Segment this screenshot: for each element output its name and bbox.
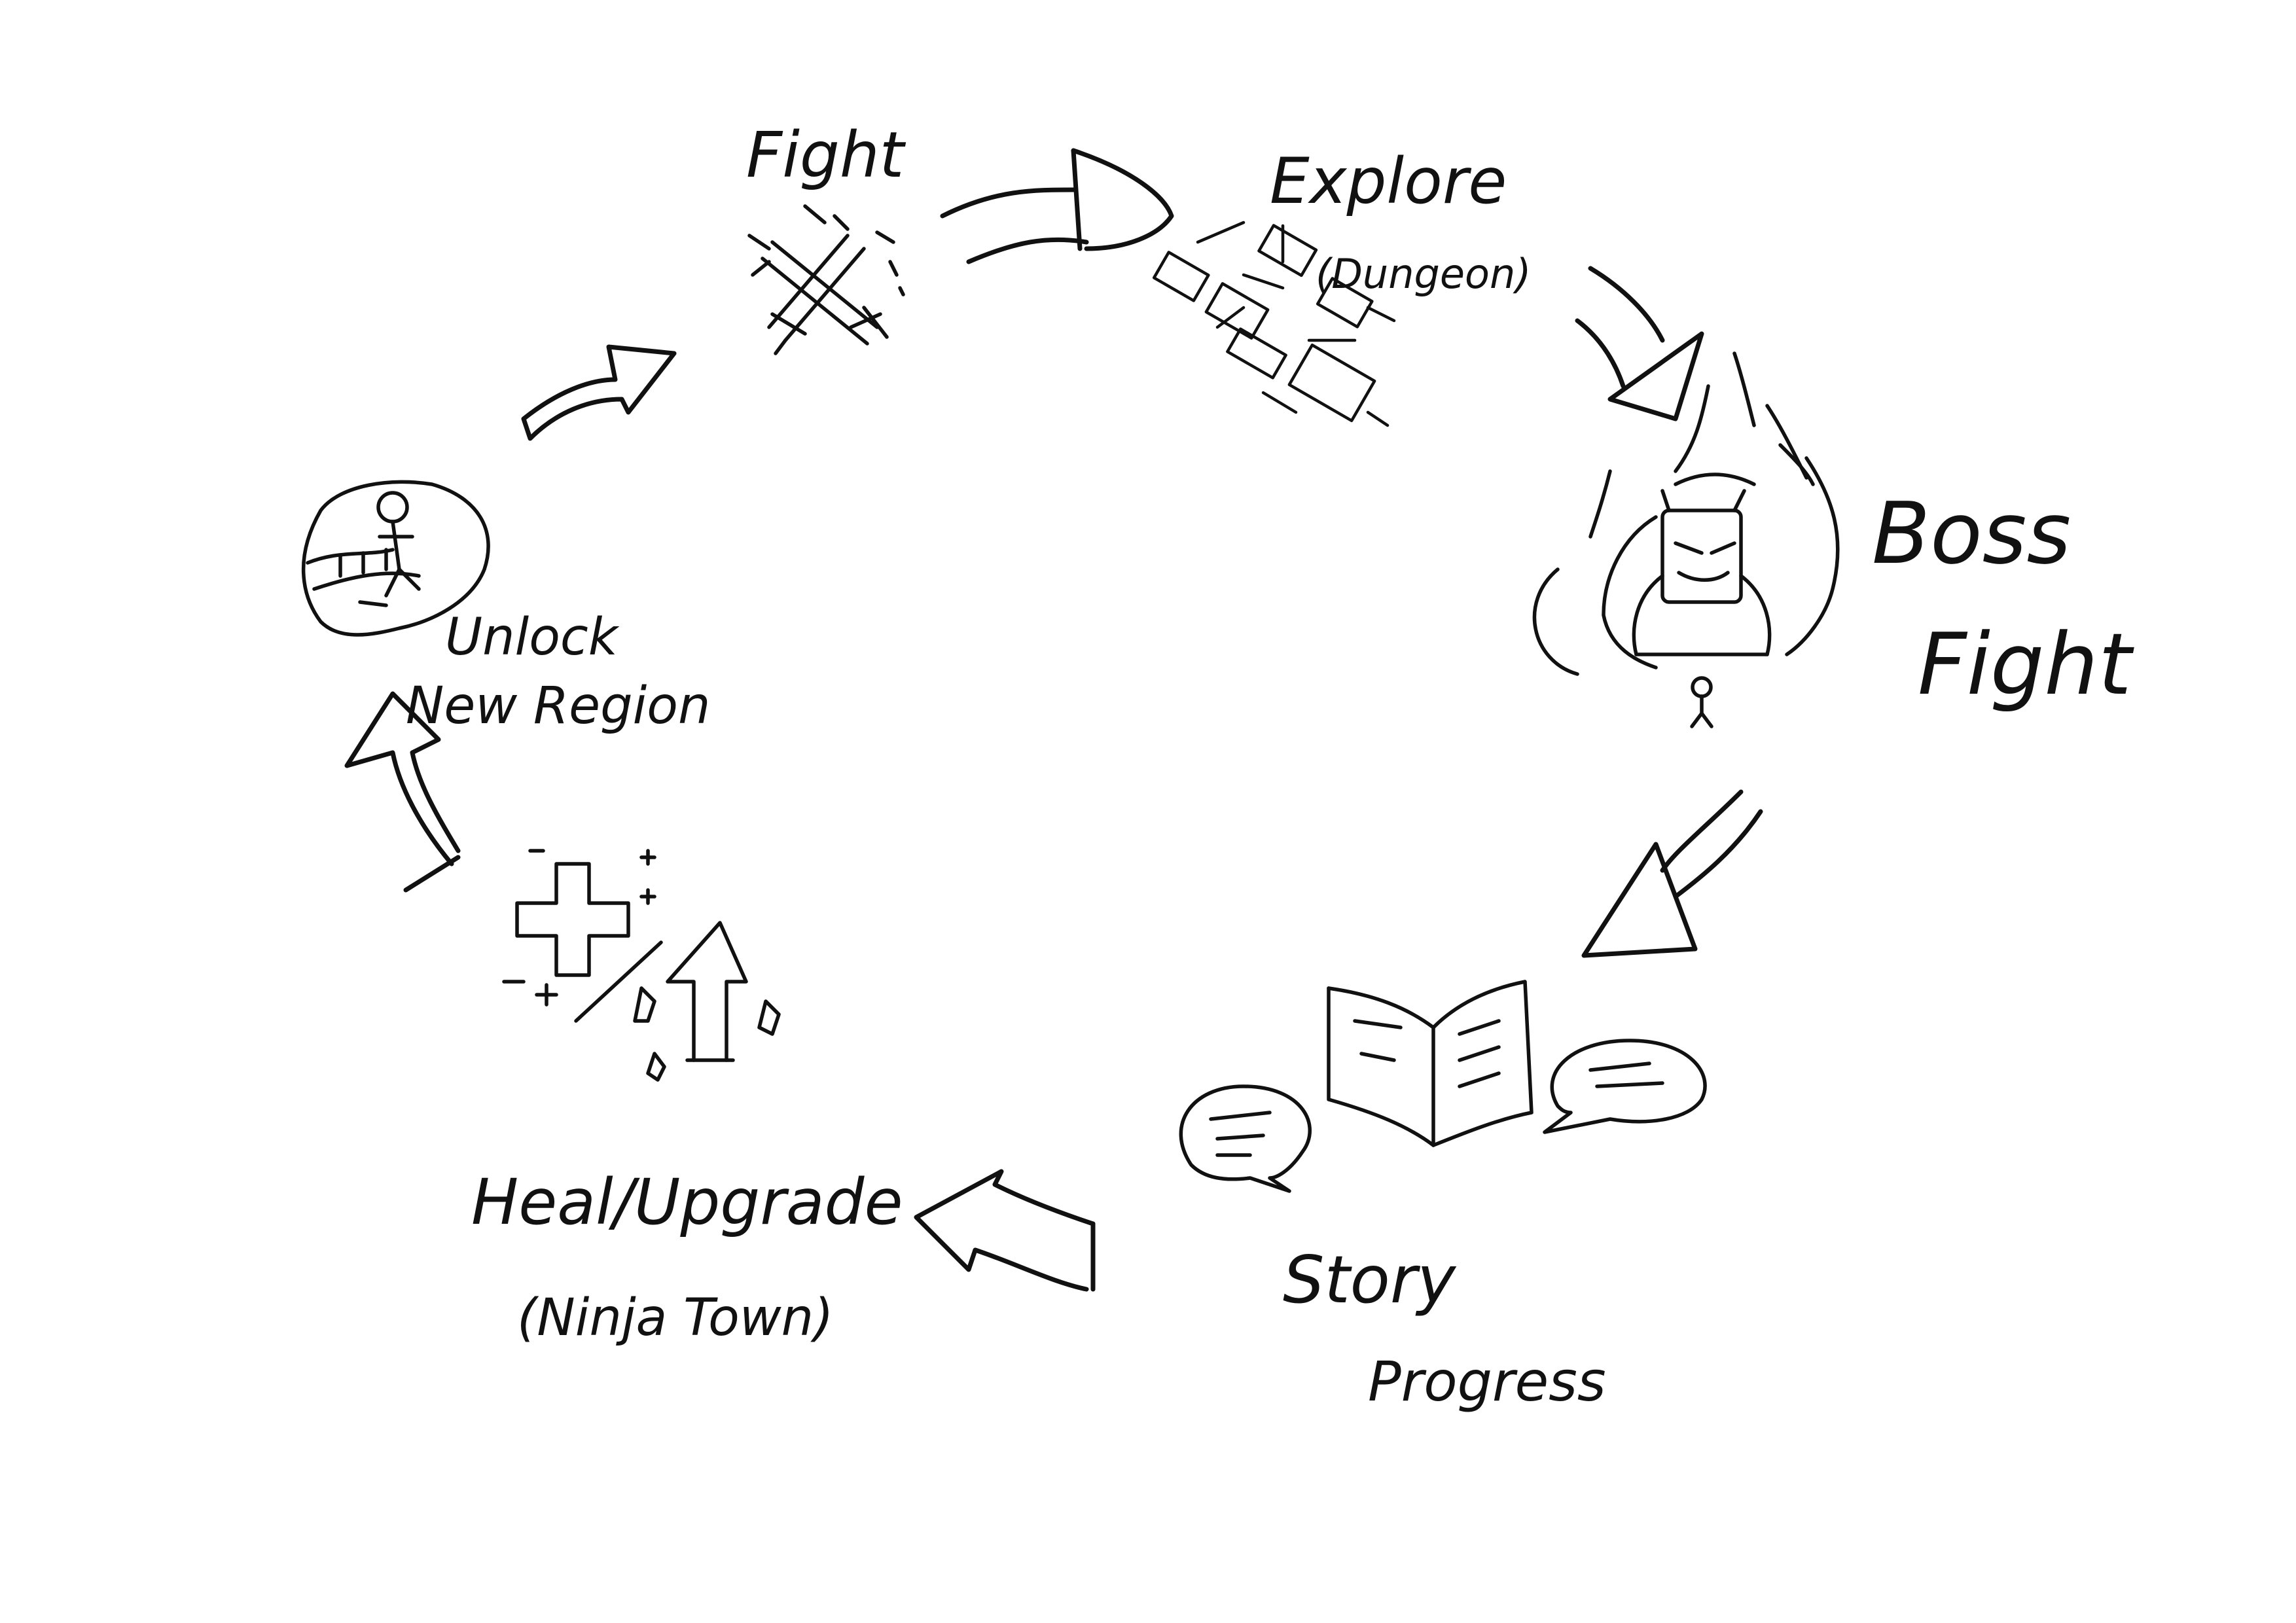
- svg-text:(Ninja Town): (Ninja Town): [517, 1289, 834, 1347]
- arrow-boss-to-story: [1581, 789, 1763, 958]
- svg-text:Boss: Boss: [1872, 484, 2071, 583]
- arrow-story-to-heal: [914, 1169, 1096, 1292]
- svg-text:Story: Story: [1283, 1241, 1457, 1318]
- stage-label-story: Story Progress: [1283, 1241, 1606, 1414]
- boss-monster-icon: [1532, 351, 1840, 728]
- crossed-swords-icon: [747, 204, 905, 355]
- svg-text:Heal/Upgrade: Heal/Upgrade: [471, 1166, 903, 1239]
- stage-label-fight: Fight: [746, 118, 906, 192]
- open-book-icon: [1327, 980, 1534, 1147]
- arrow-fight-to-explore: [940, 148, 1174, 264]
- health-upgrade-icon: [502, 849, 781, 1082]
- svg-text:New Region: New Region: [406, 677, 710, 736]
- stage-label-explore: Explore (Dungeon): [1270, 145, 1531, 298]
- svg-text:Unlock: Unlock: [445, 608, 620, 667]
- arrow-explore-to-boss: [1575, 266, 1704, 421]
- svg-text:Fight: Fight: [1918, 615, 2134, 714]
- arrow-unlock-to-fight: [521, 344, 677, 441]
- svg-text:Explore: Explore: [1270, 145, 1507, 218]
- region-map-icon: [302, 480, 490, 637]
- stage-label-boss: Boss Fight: [1872, 484, 2134, 714]
- dungeon-map-icon: [1152, 221, 1396, 427]
- svg-text:Progress: Progress: [1368, 1349, 1606, 1414]
- speech-bubble-left-icon: [1179, 1084, 1312, 1193]
- speech-bubble-right-icon: [1543, 1039, 1707, 1134]
- stage-label-heal: Heal/Upgrade (Ninja Town): [471, 1166, 903, 1347]
- svg-text:Fight: Fight: [746, 118, 906, 192]
- stage-label-unlock: Unlock New Region: [406, 608, 710, 736]
- arrow-heal-to-unlock: [344, 691, 461, 893]
- svg-text:(Dungeon): (Dungeon): [1316, 250, 1531, 298]
